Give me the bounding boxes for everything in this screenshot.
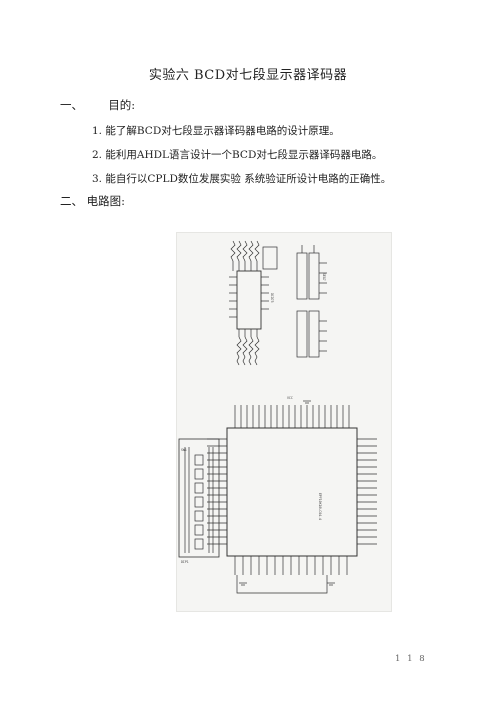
- bottom-routing: [236, 575, 328, 594]
- item-number: 2.: [92, 149, 103, 161]
- connector-traces: [301, 245, 327, 352]
- connector-c: [296, 310, 308, 358]
- circuit-schematic-image: EPF10K10LC84-4 DCD75 SEG7 SW1 DIP1 VCC: [178, 240, 377, 594]
- item-number: 3.: [92, 173, 103, 185]
- decoder-pins: [229, 276, 269, 318]
- connector-a: [296, 252, 308, 300]
- header-small: [262, 246, 278, 270]
- item-text: 能了解BCD对七段显示器译码器电路的设计原理。: [105, 125, 340, 137]
- dip-switch-toggles: [194, 454, 204, 550]
- display-label: SEG7: [322, 273, 326, 281]
- section-2-heading: 二、 电路图:: [60, 193, 125, 209]
- list-item: 2. 能利用AHDL语言设计一个BCD对七段显示器译码器电路。: [92, 147, 382, 162]
- vcc-label: VCC: [287, 396, 293, 400]
- item-text: 能利用AHDL语言设计一个BCD对七段显示器译码器电路。: [105, 149, 383, 161]
- section-2-number: 二、: [60, 194, 83, 208]
- page-title: 实验六 BCD对七段显示器译码器: [148, 68, 348, 83]
- switch-label: SW1: [181, 448, 187, 452]
- fpga-left-pins: [207, 438, 227, 545]
- dip-label: DIP1: [181, 560, 189, 564]
- pin-label-marks: EPF10K10LC84-4 DCD75 SEG7 SW1 DIP1 VCC: [181, 273, 326, 564]
- fpga-right-pins: [357, 438, 377, 545]
- connector-d: [308, 310, 320, 358]
- ground-symbols: [239, 400, 335, 586]
- item-number: 1.: [92, 125, 103, 137]
- section-2-title: 电路图:: [86, 194, 126, 208]
- page-number: 1 1 8: [395, 654, 427, 664]
- dip-resistors: [184, 447, 214, 553]
- fpga-top-pins: [234, 405, 350, 428]
- list-item: 3. 能自行以CPLD数位发展实验 系统验证所设计电路的正确性。: [92, 171, 391, 186]
- dip-switch-block: [178, 438, 220, 558]
- section-1-heading: 一、 目的:: [60, 97, 135, 113]
- section-1-title: 目的:: [108, 98, 136, 112]
- connector-b: [308, 252, 320, 300]
- fpga-bottom-pins: [234, 556, 348, 575]
- resistor-array-top: [230, 240, 260, 271]
- chip-label: EPF10K10LC84-4: [318, 493, 322, 520]
- resistor-array-mid: [236, 329, 260, 366]
- decoder-chip: [236, 270, 262, 330]
- circuit-diagram: EPF10K10LC84-4 DCD75 SEG7 SW1 DIP1 VCC: [176, 232, 392, 612]
- section-1-number: 一、: [60, 98, 83, 112]
- fpga-chip: [226, 427, 358, 557]
- decoder-label: DCD75: [270, 293, 274, 303]
- list-item: 1. 能了解BCD对七段显示器译码器电路的设计原理。: [92, 123, 340, 138]
- item-text: 能自行以CPLD数位发展实验 系统验证所设计电路的正确性。: [105, 173, 392, 185]
